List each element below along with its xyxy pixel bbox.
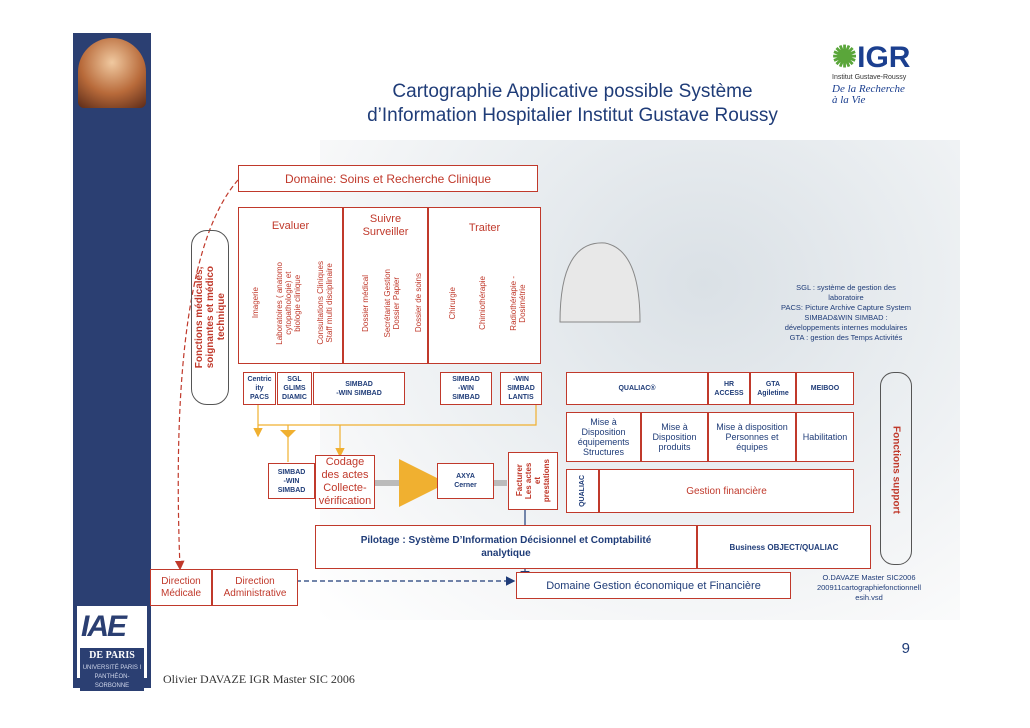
direction-administrative-box: Direction Administrative <box>212 569 298 606</box>
app-simbad-lower: SIMBAD -WIN SIMBAD <box>268 463 315 499</box>
traiter-label: Traiter <box>468 222 501 234</box>
iae-logo-tagline: UNIVERSITÉ PARIS I PANTHÉON-SORBONNE <box>80 664 144 691</box>
app-simbad-evaluer: SIMBAD -WIN SIMBAD <box>313 372 405 405</box>
traiter-group <box>428 207 541 364</box>
footer-author: Olivier DAVAZE IGR Master SIC 2006 <box>163 672 355 686</box>
col-laboratoires: Laboratoires ( anatomo cytopathologie) e… <box>274 261 302 345</box>
iae-logo: IAE DE PARIS UNIVERSITÉ PARIS I PANTHÉON… <box>77 606 147 691</box>
app-meiboo: MEIBOO <box>796 372 854 405</box>
pilotage-box: Pilotage : Système D’Information Décisio… <box>315 525 697 569</box>
col-chirurgie: Chirurgie <box>447 286 457 320</box>
suivre-group <box>343 207 428 364</box>
col-radiotherapie: Radiothérapie - Dosimétrie <box>509 275 527 331</box>
igr-logo-tagline: De la Recherche à la Vie <box>832 83 905 106</box>
fonctions-medicales-label: Fonctions médicales, soignantes et médic… <box>193 265 227 369</box>
habilitation-box: Habilitation <box>796 412 854 462</box>
suivre-label: Suivre Surveiller <box>362 213 409 238</box>
col-dossier-soins: Dossier de soins <box>413 273 423 333</box>
page-number: 9 <box>901 640 910 657</box>
arrow-soins-to-direction-medicale <box>174 179 239 571</box>
dome-logo <box>78 38 146 108</box>
iae-logo-subtitle: DE PARIS <box>80 648 144 664</box>
legend-text: SGL : système de gestion des laboratoire… <box>781 283 911 342</box>
col-consultations: Consultations Cliniques Staff multi disc… <box>316 261 334 345</box>
facturer-box: Facturer Les actes et prestations <box>508 452 558 510</box>
direction-medicale-box: Direction Médicale <box>150 569 212 606</box>
feedback-curved-arrow <box>559 242 641 323</box>
domaine-gestion-box: Domaine Gestion économique et Financière <box>516 572 791 599</box>
col-imagerie: Imagerie <box>250 287 260 319</box>
col-secretariat: Secrétariat Gestion Dossier Papier <box>383 268 401 338</box>
fonctions-medicales-frame <box>191 230 229 405</box>
app-centricity: Centric ity PACS <box>243 372 276 405</box>
gestion-financiere-box: Gestion financière <box>599 469 854 513</box>
business-object-box: Business OBJECT/QUALIAC <box>697 525 871 569</box>
col-dossier-medical: Dossier médical <box>360 274 370 332</box>
fonctions-support-frame <box>880 372 912 565</box>
mise-dispo-personnes: Mise à disposition Personnes et équipes <box>708 412 796 462</box>
app-qualiac: QUALIAC® <box>566 372 708 405</box>
fonctions-support-label: Fonctions support <box>890 426 902 514</box>
domain-soins-box: Domaine: Soins et Recherche Clinique <box>238 165 538 192</box>
igr-logo-letters: IGR <box>857 41 911 74</box>
igr-logo: ✺IGR Institut Gustave-Roussy De la Reche… <box>826 36 954 106</box>
app-simbad-traiter: SIMBAD -WIN SIMBAD <box>440 372 492 405</box>
mise-dispo-produits: Mise à Disposition produits <box>641 412 708 462</box>
igr-logo-mark: ✺IGR <box>832 41 911 74</box>
file-reference: O.DAVAZE Master SIC2006 200911cartograph… <box>816 573 922 602</box>
iae-logo-mark: IAE <box>81 610 127 643</box>
evaluer-label: Evaluer <box>271 220 310 232</box>
evaluer-group <box>238 207 343 364</box>
codage-box: Codage des actes Collecte- vérification <box>315 455 375 509</box>
app-qualiac-vertical: QUALIAC <box>566 469 599 513</box>
app-hr-access: HR ACCESS <box>708 372 750 405</box>
app-sgl: SGL GLIMS DIAMIC <box>277 372 312 405</box>
app-gta: GTA Agiletime <box>750 372 796 405</box>
igr-logo-name: Institut Gustave-Roussy <box>832 74 907 81</box>
col-chimiotherapie: Chimiothérapie <box>477 276 487 330</box>
slide-title: Cartographie Applicative possible Systèm… <box>367 81 778 126</box>
sidebar-band <box>73 33 151 688</box>
app-win-simbad-lantis: -WIN SIMBAD LANTIS <box>500 372 542 405</box>
mise-dispo-equipements: Mise à Disposition équipements Structure… <box>566 412 641 462</box>
app-axya-cerner: AXYA Cerner <box>437 463 494 499</box>
